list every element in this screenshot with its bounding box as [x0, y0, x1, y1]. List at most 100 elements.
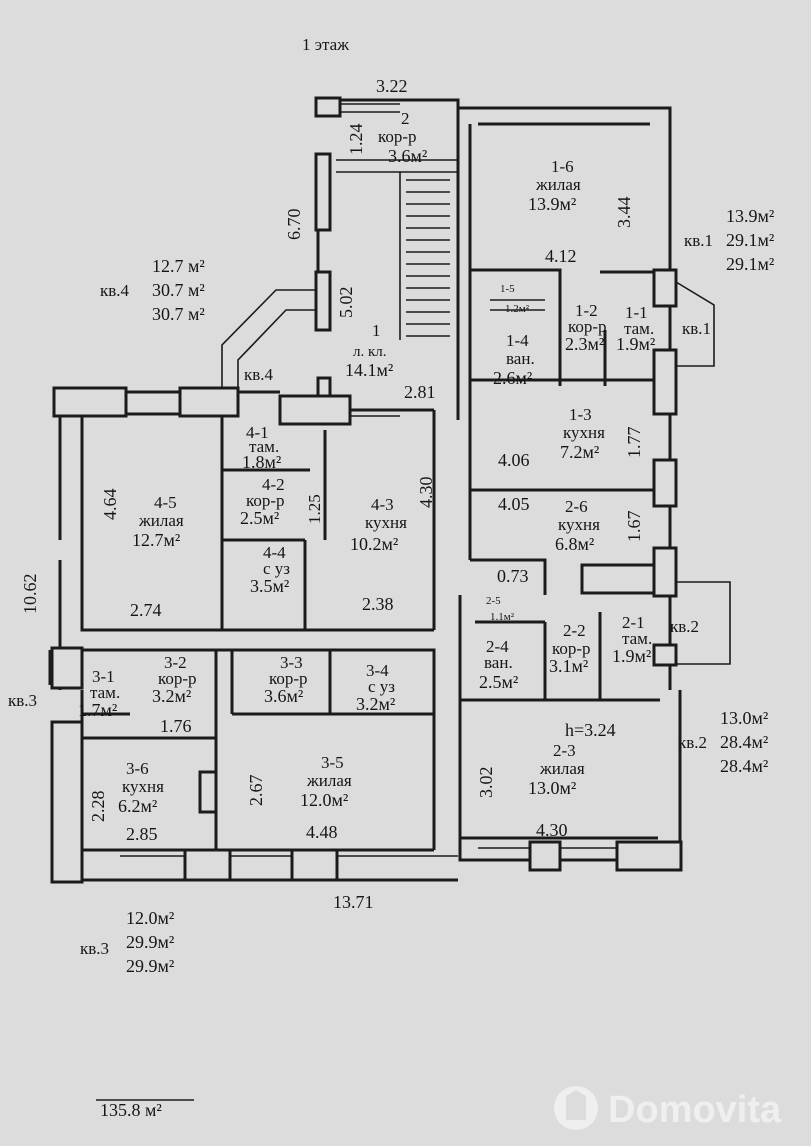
dim-177: 1.77 — [624, 427, 644, 459]
room-4-4-name: с уз — [263, 559, 290, 578]
apartment-summaries: 13.9м² кв.1 29.1м² 29.1м² 12.7 м² кв.4 3… — [80, 206, 774, 976]
kv4-area-2: 30.7 м² — [152, 280, 205, 300]
room-labels: 2 кор-р 3.6м² 1 л. кл. 14.1м² 1-6 жилая … — [78, 109, 655, 816]
dim-167: 1.67 — [624, 511, 644, 543]
room-3-4-name: с уз — [368, 677, 395, 696]
room-1-6-num: 1-6 — [551, 157, 574, 176]
kv2-area-2: 28.4м² — [720, 732, 768, 752]
dim-228: 2.28 — [88, 791, 108, 823]
room-1-6-area: 13.9м² — [528, 194, 576, 214]
room-3-1-area: 1.7м² — [78, 700, 117, 720]
kv4-area-3: 30.7 м² — [152, 304, 205, 324]
room-1-area: 14.1м² — [345, 360, 393, 380]
entry-labels: кв.1 кв.2 кв.3 кв.4 — [8, 319, 711, 710]
floor-title: 1 этаж — [302, 35, 349, 54]
room-1-1-name: там. — [624, 319, 654, 338]
room-3-5-num: 3-5 — [321, 753, 344, 772]
room-1-4-name: ван. — [506, 349, 535, 368]
room-1-1-num: 1-1 — [625, 303, 648, 322]
room-3-4-num: 3-4 — [366, 661, 389, 680]
dim-464: 4.64 — [100, 489, 120, 521]
room-2-name: кор-р — [378, 127, 417, 146]
room-2-5-area: 1.1м² — [490, 611, 515, 623]
room-1-5-num: 1-5 — [500, 283, 515, 295]
kv3-area-3: 29.9м² — [126, 956, 174, 976]
room-4-2-name: кор-р — [246, 491, 285, 510]
room-2-2-name: кор-р — [552, 639, 591, 658]
room-3-4-area: 3.2м² — [356, 694, 395, 714]
room-3-1-name: там. — [90, 683, 120, 702]
room-1-3-area: 7.2м² — [560, 442, 599, 462]
dim-448: 4.48 — [306, 822, 338, 842]
dim-344: 3.44 — [614, 197, 634, 229]
room-4-5-name: жилая — [138, 511, 184, 530]
room-1-2-num: 1-2 — [575, 301, 598, 320]
total-area: 135.8 м² — [100, 1100, 162, 1120]
dim-405: 4.05 — [498, 494, 530, 514]
room-3-2-name: кор-р — [158, 669, 197, 688]
room-2-3-name: жилая — [539, 759, 585, 778]
room-4-4-area: 3.5м² — [250, 576, 289, 596]
dim-top: 3.22 — [376, 76, 408, 96]
room-2-3-num: 2-3 — [553, 741, 576, 760]
watermark-text: Domovita — [608, 1089, 782, 1131]
watermark: Domovita — [554, 1086, 782, 1131]
room-3-5-area: 12.0м² — [300, 790, 348, 810]
room-1-4-num: 1-4 — [506, 331, 529, 350]
entry-kv3: кв.3 — [8, 691, 37, 710]
room-4-1-num: 4-1 — [246, 423, 269, 442]
room-2-2-num: 2-2 — [563, 621, 586, 640]
room-1-3-name: кухня — [563, 423, 605, 442]
dimensions: 3.22 13.71 10.62 6.70 5.02 1.24 3.44 4.1… — [20, 76, 644, 912]
room-2-4-name: ван. — [484, 653, 513, 672]
kv2-label: кв.2 — [678, 733, 707, 752]
kv1-label: кв.1 — [684, 231, 713, 250]
room-2-4-area: 2.5м² — [479, 672, 518, 692]
room-2-1-area: 1.9м² — [612, 646, 651, 666]
room-4-1-area: 1.8м² — [242, 452, 281, 472]
kv3-label: кв.3 — [80, 939, 109, 958]
room-3-6-name: кухня — [122, 777, 164, 796]
dim-267: 2.67 — [246, 775, 266, 807]
dim-238: 2.38 — [362, 594, 394, 614]
kv4-area-1: 12.7 м² — [152, 256, 205, 276]
room-3-5-name: жилая — [306, 771, 352, 790]
dim-302: 3.02 — [476, 767, 496, 799]
dim-285: 2.85 — [126, 824, 158, 844]
room-4-1-name: там. — [249, 437, 279, 456]
dim-412: 4.12 — [545, 246, 577, 266]
dim-124: 1.24 — [346, 124, 366, 156]
dim-430b: 4.30 — [536, 820, 568, 840]
entry-kv1: кв.1 — [682, 319, 711, 338]
kv3-area-1: 12.0м² — [126, 908, 174, 928]
room-4-4-num: 4-4 — [263, 543, 286, 562]
room-1-3-num: 1-3 — [569, 405, 592, 424]
room-1-1-area: 1.9м² — [616, 334, 655, 354]
dim-502: 5.02 — [336, 287, 356, 319]
room-1-name: л. кл. — [353, 344, 387, 360]
room-1-4-area: 2.6м² — [493, 368, 532, 388]
staircase — [336, 159, 458, 340]
dim-281: 2.81 — [404, 382, 436, 402]
room-3-6-area: 6.2м² — [118, 796, 157, 816]
dim-176: 1.76 — [160, 716, 192, 736]
room-2-2-area: 3.1м² — [549, 656, 588, 676]
kv3-area-2: 29.9м² — [126, 932, 174, 952]
dim-bottom: 13.71 — [333, 892, 374, 912]
dim-274: 2.74 — [130, 600, 162, 620]
kv1-area-3: 29.1м² — [726, 254, 774, 274]
room-3-2-num: 3-2 — [164, 653, 187, 672]
outer-walls — [48, 96, 731, 884]
room-4-5-area: 12.7м² — [132, 530, 180, 550]
room-2-4-num: 2-4 — [486, 637, 509, 656]
kv1-area-2: 29.1м² — [726, 230, 774, 250]
room-4-3-name: кухня — [365, 513, 407, 532]
kv2-area-3: 28.4м² — [720, 756, 768, 776]
room-4-5-num: 4-5 — [154, 493, 177, 512]
room-4-2-num: 4-2 — [262, 475, 285, 494]
room-2-6-area: 6.8м² — [555, 534, 594, 554]
room-1-2-name: кор-р — [568, 317, 607, 336]
room-2-6-num: 2-6 — [565, 497, 588, 516]
room-2-5-num: 2-5 — [486, 595, 501, 607]
dim-left: 10.62 — [20, 574, 40, 615]
